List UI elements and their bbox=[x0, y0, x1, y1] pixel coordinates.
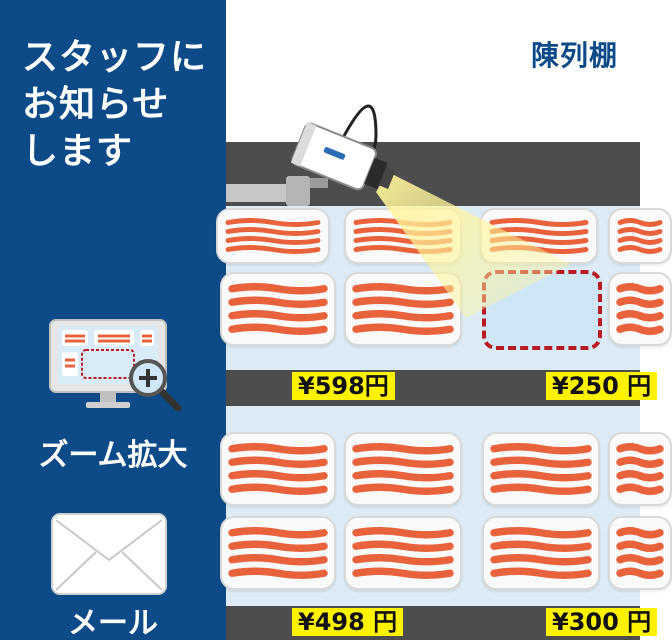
bacon-strip bbox=[489, 227, 589, 236]
headline-line-2: お知らせ bbox=[22, 84, 170, 125]
bacon-strip bbox=[228, 567, 328, 579]
headline-line-3: します bbox=[22, 131, 134, 172]
bacon-strip bbox=[616, 470, 664, 482]
zoom-label: ズーム拡大 bbox=[38, 438, 188, 473]
bacon-strip bbox=[352, 323, 454, 335]
bacon-pack bbox=[608, 208, 672, 264]
bacon-strip bbox=[228, 296, 328, 308]
bacon-strip bbox=[225, 245, 321, 254]
bacon-strip bbox=[489, 218, 589, 227]
bacon-strip bbox=[616, 483, 664, 495]
bacon-strip bbox=[352, 554, 454, 566]
bacon-pack bbox=[608, 432, 672, 506]
bacon-strip bbox=[352, 296, 454, 308]
bacon-strip bbox=[225, 236, 321, 245]
bacon-strip bbox=[228, 554, 328, 566]
bacon-strip bbox=[490, 443, 592, 455]
bacon-strips bbox=[352, 283, 454, 335]
bacon-pack bbox=[216, 208, 330, 264]
bacon-strip bbox=[352, 540, 454, 552]
bacon-strips bbox=[228, 283, 328, 335]
envelope-icon bbox=[51, 513, 167, 595]
bacon-strip bbox=[616, 540, 664, 552]
bacon-strips bbox=[352, 443, 454, 495]
bacon-strip bbox=[352, 443, 454, 455]
bacon-strip bbox=[352, 310, 454, 322]
bacon-strip bbox=[228, 443, 328, 455]
bacon-strip bbox=[352, 456, 454, 468]
bacon-strip bbox=[617, 227, 663, 236]
bacon-strip bbox=[617, 245, 663, 254]
bacon-strips bbox=[228, 443, 328, 495]
bacon-strip bbox=[228, 483, 328, 495]
bacon-strip bbox=[228, 283, 328, 295]
bacon-strip bbox=[490, 567, 592, 579]
bacon-pack bbox=[220, 516, 336, 590]
bacon-strips bbox=[490, 443, 592, 495]
shelf-scene: 陳列棚 ¥598円 ¥250 円 ¥498 円 ¥300 円 bbox=[216, 0, 672, 640]
bacon-strip bbox=[225, 227, 321, 236]
bacon-pack bbox=[344, 432, 462, 506]
bacon-strip bbox=[616, 527, 664, 539]
bacon-strips bbox=[228, 527, 328, 579]
bacon-strip bbox=[228, 540, 328, 552]
bacon-strips bbox=[352, 527, 454, 579]
bacon-strip bbox=[616, 310, 664, 322]
bacon-pack bbox=[482, 432, 600, 506]
bacon-strip bbox=[228, 456, 328, 468]
bacon-strips bbox=[616, 443, 664, 495]
camera-light-cone bbox=[376, 172, 571, 318]
bacon-pack bbox=[344, 516, 462, 590]
bacon-strip bbox=[490, 540, 592, 552]
bacon-strip bbox=[490, 554, 592, 566]
bacon-strip bbox=[352, 483, 454, 495]
bacon-pack bbox=[482, 516, 600, 590]
bacon-pack bbox=[220, 272, 336, 346]
bacon-strip bbox=[490, 456, 592, 468]
left-panel: スタッフに お知らせ します ズーム拡大 メール bbox=[0, 0, 226, 641]
bacon-strip bbox=[616, 296, 664, 308]
bacon-strip bbox=[616, 443, 664, 455]
monitor-magnifier-icon bbox=[49, 319, 182, 412]
bacon-strip bbox=[352, 527, 454, 539]
bacon-strip bbox=[617, 218, 663, 227]
bacon-pack bbox=[220, 432, 336, 506]
bacon-strip bbox=[228, 470, 328, 482]
bacon-pack bbox=[608, 272, 672, 346]
bacon-strip bbox=[616, 283, 664, 295]
notice-headline: スタッフに お知らせ します bbox=[22, 34, 222, 175]
shelf-title: 陳列棚 bbox=[530, 39, 618, 72]
price-tag: ¥598円 bbox=[292, 372, 395, 400]
bacon-strip bbox=[490, 470, 592, 482]
bacon-strip bbox=[228, 310, 328, 322]
bacon-strips bbox=[490, 527, 592, 579]
mail-label: メール bbox=[68, 606, 158, 641]
bacon-strip bbox=[490, 527, 592, 539]
bacon-strips bbox=[616, 527, 664, 579]
bacon-strip bbox=[616, 554, 664, 566]
bacon-strip bbox=[352, 283, 454, 295]
security-camera-icon bbox=[226, 104, 396, 206]
price-tag: ¥250 円 bbox=[546, 372, 658, 400]
bacon-strip bbox=[352, 470, 454, 482]
bacon-strip bbox=[617, 236, 663, 245]
price-tag: ¥300 円 bbox=[546, 608, 658, 636]
bacon-strip bbox=[490, 483, 592, 495]
bacon-strip bbox=[225, 218, 321, 227]
bacon-strip bbox=[228, 527, 328, 539]
bacon-pack bbox=[608, 516, 672, 590]
bacon-strip bbox=[616, 456, 664, 468]
headline-line-1: スタッフに bbox=[22, 37, 208, 78]
bacon-strip bbox=[616, 567, 664, 579]
bacon-strips bbox=[225, 218, 321, 254]
bacon-strips bbox=[616, 283, 664, 335]
price-tag: ¥498 円 bbox=[292, 608, 404, 636]
bacon-strip bbox=[352, 567, 454, 579]
bacon-strip bbox=[228, 323, 328, 335]
bacon-strip bbox=[616, 323, 664, 335]
bacon-strips bbox=[617, 218, 663, 254]
